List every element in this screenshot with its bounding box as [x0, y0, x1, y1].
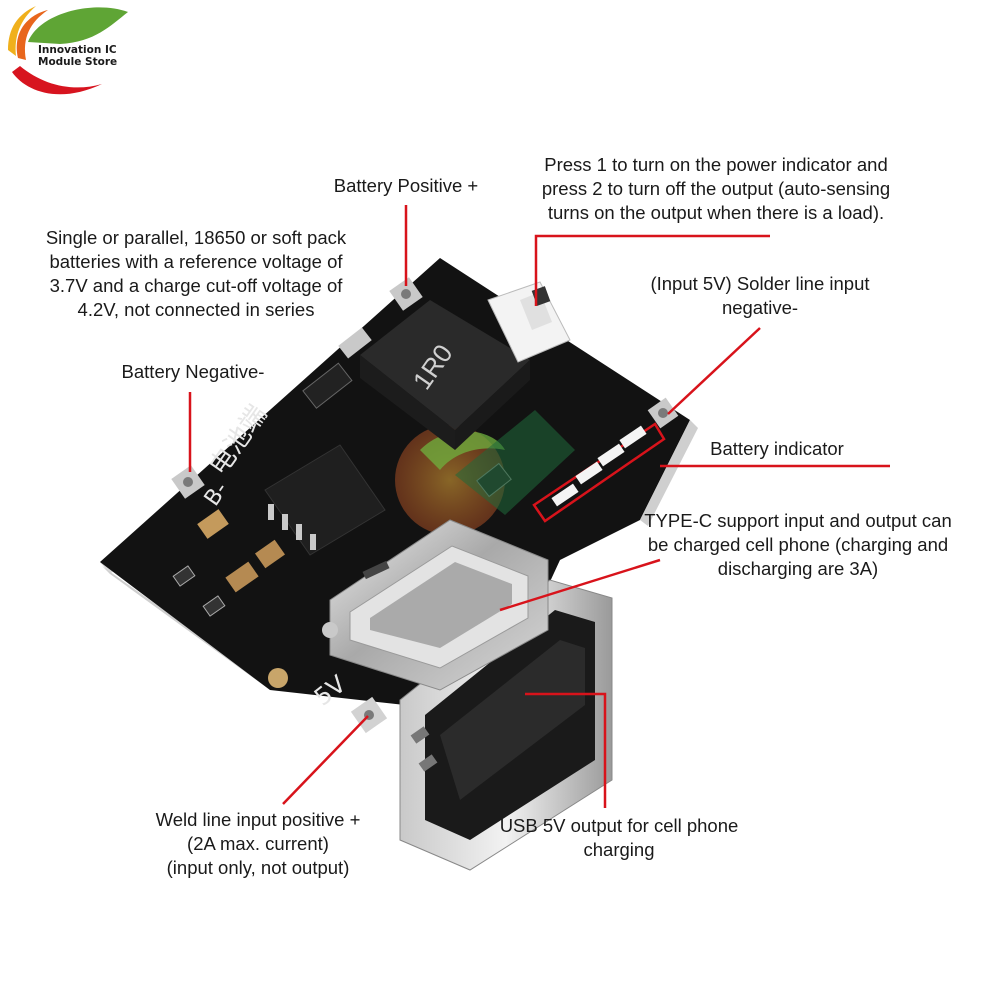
store-logo: [8, 6, 128, 95]
label-usb-output: USB 5V output for cell phone charging: [499, 815, 739, 860]
type-c-port: [322, 519, 549, 691]
logo-orange-arc: [16, 10, 48, 60]
ic-chip: [264, 444, 386, 556]
line-input-negative: [667, 327, 761, 415]
label-battery-negative: Battery Negative-: [121, 361, 265, 382]
usb-a-port: [399, 579, 613, 871]
label-battery-positive: Battery Positive +: [333, 175, 479, 196]
line-type-c: [499, 558, 661, 612]
logo-green-leaf: [28, 7, 128, 44]
logo-red-swoosh: [12, 66, 102, 95]
label-weld-positive: Weld line input positive + (2A max. curr…: [155, 809, 361, 878]
line-weld-positive: [282, 715, 369, 805]
line-button: [534, 234, 770, 306]
label-battery-spec: Single or parallel, 18650 or soft pack b…: [45, 227, 347, 320]
logo-yellow-arc: [8, 6, 36, 56]
logo-line-1: Innovation IC: [38, 44, 117, 56]
label-type-c: TYPE-C support input and output can be c…: [644, 510, 952, 579]
callout-lines: [188, 205, 890, 808]
line-usb-output: [525, 692, 607, 808]
label-input-negative: (Input 5V) Solder line input negative-: [650, 273, 870, 318]
label-button-function: Press 1 to turn on the power indicator a…: [541, 154, 891, 223]
led-indicator-group: [532, 422, 666, 523]
store-logo-text: Innovation IC Module Store: [38, 44, 117, 68]
inductor: 1R0: [360, 300, 530, 450]
label-battery-indicator: Battery indicator: [710, 438, 844, 459]
logo-line-2: Module Store: [38, 56, 118, 68]
